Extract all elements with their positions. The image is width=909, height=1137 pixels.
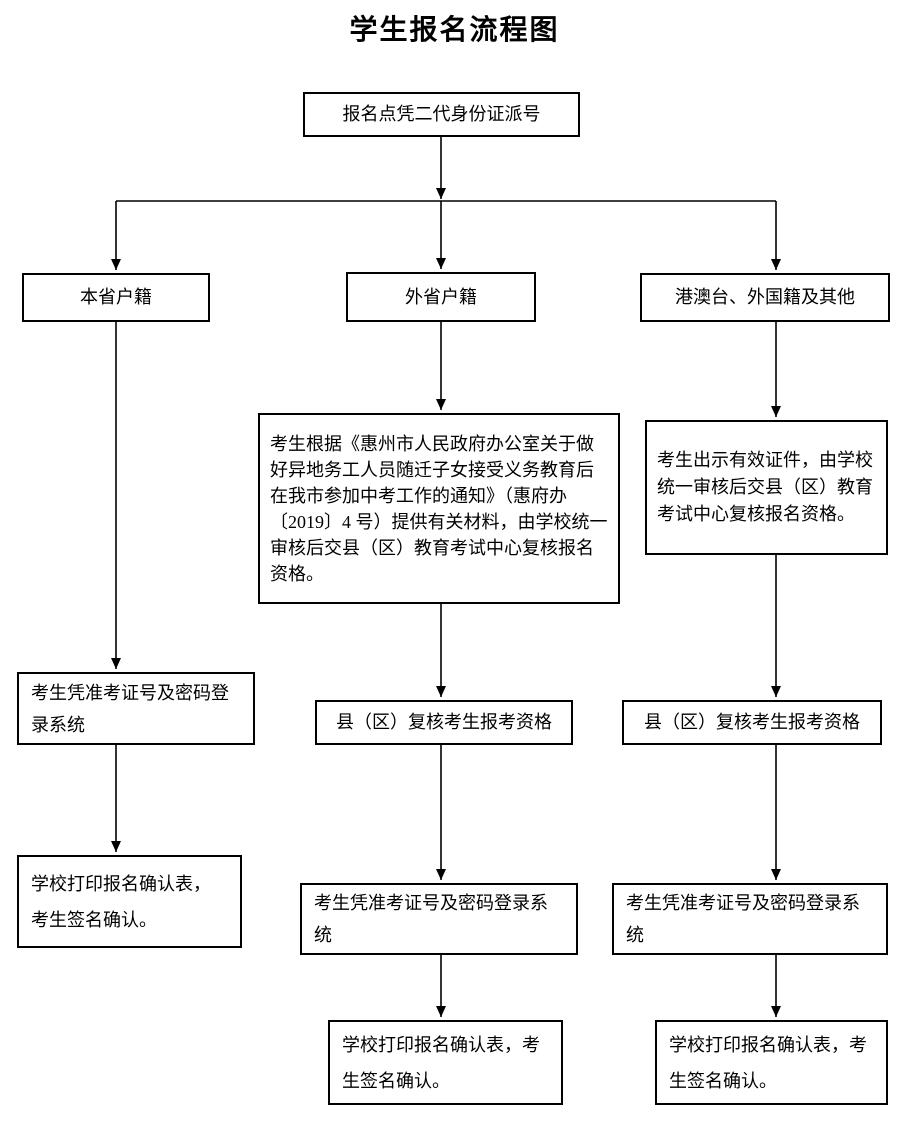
- branch-local-box: 本省户籍: [22, 273, 210, 322]
- materials-other-province-box: 考生根据《惠州市人民政府办公室关于做好异地务工人员随迁子女接受义务教育后在我市参…: [258, 413, 620, 604]
- login-other-province-box: 考生凭准考证号及密码登录系统: [300, 883, 578, 955]
- branch-other-province-box: 外省户籍: [346, 272, 536, 322]
- start-box: 报名点凭二代身份证派号: [303, 92, 580, 137]
- branch-hmt-foreign-box: 港澳台、外国籍及其他: [640, 273, 890, 322]
- materials-hmt-foreign-box: 考生出示有效证件，由学校统一审核后交县（区）教育考试中心复核报名资格。: [645, 420, 888, 555]
- print-hmt-foreign-box: 学校打印报名确认表，考生签名确认。: [655, 1020, 888, 1105]
- review-hmt-foreign-box: 县（区）复核考生报考资格: [622, 700, 882, 745]
- login-hmt-foreign-box: 考生凭准考证号及密码登录系统: [612, 883, 888, 955]
- login-local-box: 考生凭准考证号及密码登录系统: [17, 672, 255, 745]
- review-other-province-box: 县（区）复核考生报考资格: [315, 700, 573, 745]
- print-other-province-box: 学校打印报名确认表，考生签名确认。: [328, 1020, 563, 1105]
- print-local-box: 学校打印报名确认表，考生签名确认。: [17, 855, 242, 948]
- diagram-title: 学生报名流程图: [349, 15, 560, 46]
